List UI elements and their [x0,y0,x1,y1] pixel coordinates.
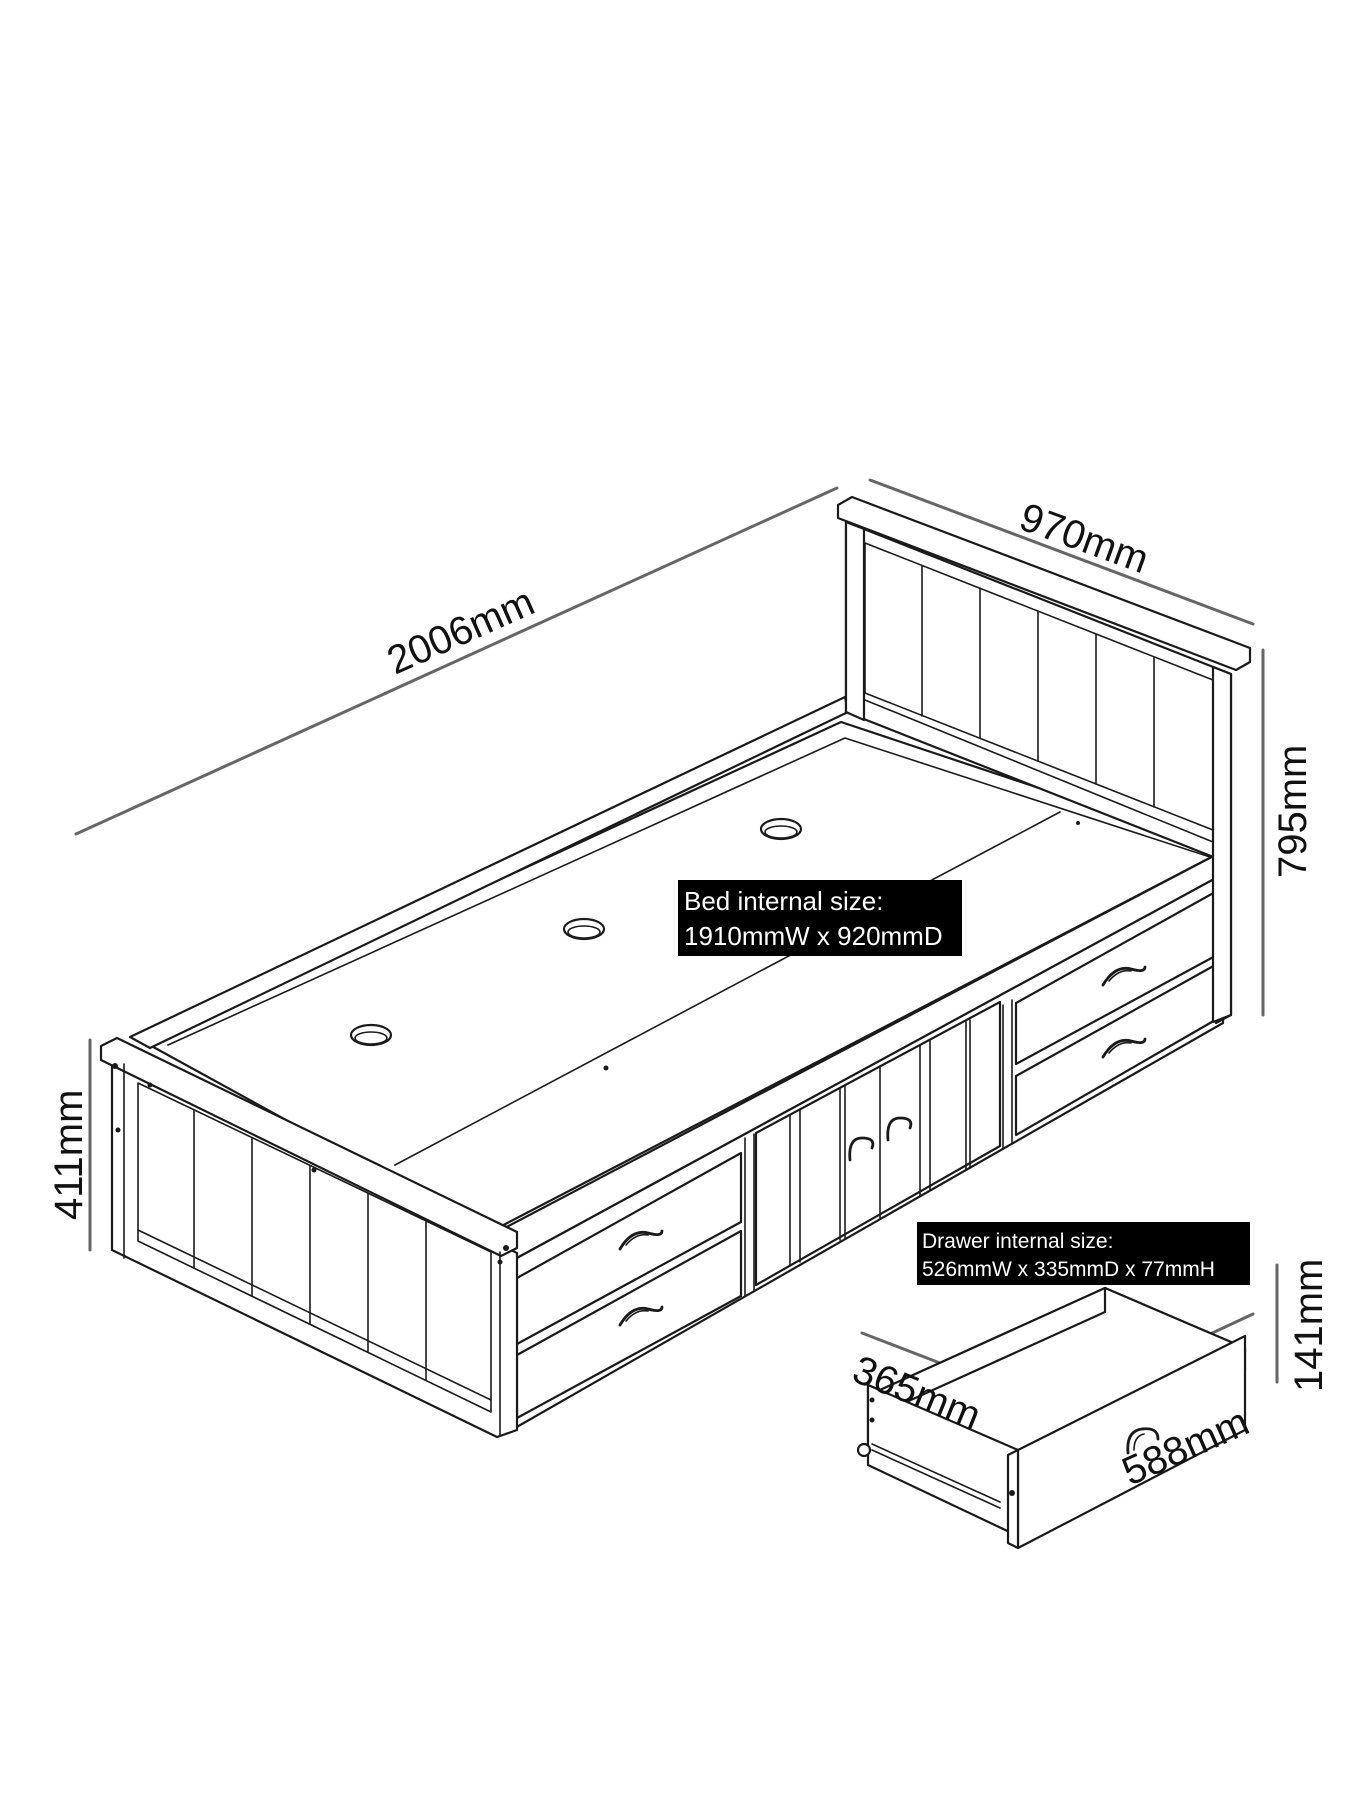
headboard-lower-rail [864,699,1214,843]
bed-internal-size-label: Bed internal size: 1910mmW x 920mmD [678,880,962,956]
drawer-drawing [856,1286,1247,1550]
drawer-screw-2 [869,1417,875,1423]
drawer-internal-size-label: Drawer internal size: 526mmW x 335mmD x … [917,1222,1250,1285]
cupboard-frame [754,1000,1002,1287]
bed-internal-size-value: 1910mmW x 920mmD [684,921,943,951]
platform-hole-3-inner [354,1031,388,1045]
platform-hole-1-inner [764,825,798,839]
platform-hole-1 [759,817,803,841]
left-drawer-top-handle-icon [618,1229,664,1251]
footboard-inner-frame [137,1082,492,1413]
right-drawer-bottom-handle-inner [1108,1041,1132,1054]
drawer-internal-size-value: 526mmW x 335mmD x 77mmH [922,1258,1215,1281]
footboard-lower-rail [137,1229,492,1401]
platform-hole-3 [349,1023,393,1047]
headboard-width-dimension-line [868,478,1255,626]
drawer-runner-2 [871,1449,1001,1509]
bed-drawing [99,495,1252,1439]
platform-screw-2 [1076,821,1080,825]
right-drawer-top-handle-icon [1101,965,1147,987]
right-drawer-bottom-handle-icon [1101,1037,1147,1059]
headboard-posts-left [844,520,866,722]
length-dimension-line [74,486,839,836]
cupboard-left-handle-icon [848,1136,875,1162]
footboard-height-dimension-label: 411mm [47,1090,91,1220]
drawer-internal-size-title: Drawer internal size: [922,1230,1113,1253]
platform-screw [603,1065,609,1071]
headboard-height-dimension-label: 795mm [1271,745,1315,878]
footboard-screw-6 [497,1259,503,1265]
headboard-posts-right [1211,665,1233,1024]
platform-inner-edge [167,737,1211,1046]
platform-hole-2 [562,917,606,941]
bed-internal-size-box [678,880,962,956]
drawer-screw-3 [1009,1490,1015,1496]
footboard-screw-3 [311,1167,317,1173]
footboard-screw-2 [147,1082,153,1088]
left-drawer-top-handle-inner [625,1233,649,1246]
headboard-inner-frame [864,542,1214,831]
footboard-top-cap [99,1036,519,1258]
footboard-screw-1 [112,1063,118,1069]
left-drawer-bottom-handle-inner [625,1309,649,1322]
left-drawer-bottom-handle-icon [618,1305,664,1327]
right-drawer-top-handle-inner [1108,969,1132,982]
drawer-height-dimension-label: 141mm [1287,1259,1331,1392]
headboard-top-cap [836,495,1252,672]
drawer-runner [871,1443,1001,1503]
platform-hole-2-inner [567,925,601,939]
drawer-screw-1 [869,1397,875,1403]
footboard-screw-4 [115,1127,121,1133]
cupboard-right-handle-icon [886,1116,913,1142]
slat-seam-1 [394,811,1061,1166]
length-dimension-label: 2006mm [381,580,541,683]
drawer-handle-inner [1133,1433,1145,1451]
drawer-front-edge [1006,1448,1020,1550]
drawer-handle-icon [1126,1427,1160,1455]
footboard-screw-5 [503,1245,509,1251]
drawer-runner-wheel [856,1442,872,1458]
drawer-internal-size-box [917,1222,1250,1285]
bed-internal-size-title: Bed internal size: [684,886,883,916]
